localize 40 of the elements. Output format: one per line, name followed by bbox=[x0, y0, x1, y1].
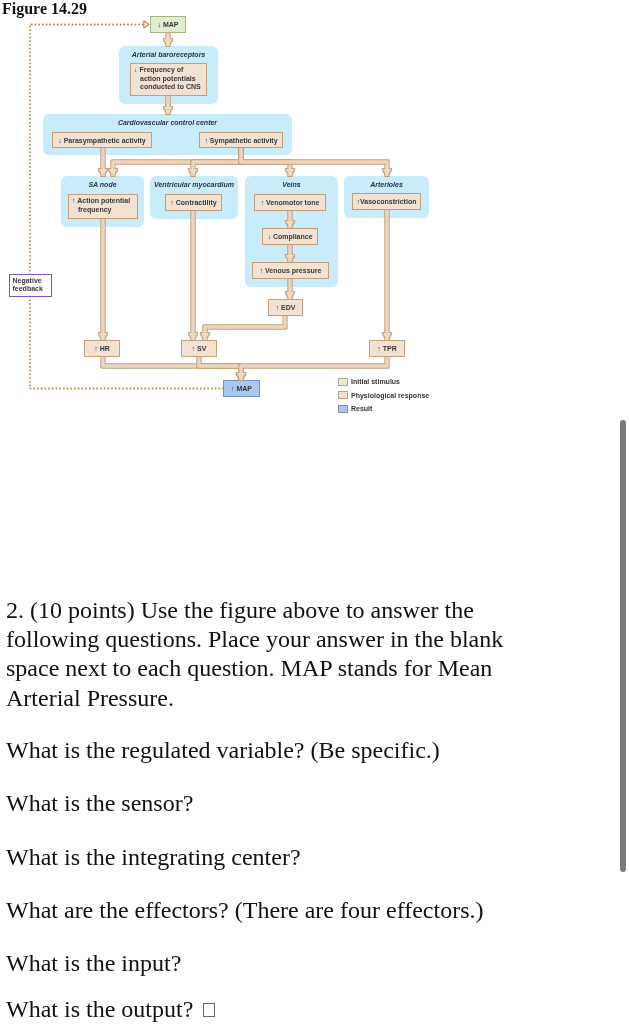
question-text: What is the sensor? bbox=[6, 789, 194, 817]
flow-arrow bbox=[98, 148, 108, 176]
response-box bbox=[352, 193, 421, 210]
flow-arrow bbox=[200, 316, 287, 340]
region-panel bbox=[150, 176, 238, 219]
flow-arrow bbox=[188, 211, 198, 340]
response-box bbox=[369, 340, 405, 357]
response-box bbox=[84, 340, 120, 357]
response-box bbox=[268, 299, 303, 316]
response-box bbox=[252, 262, 329, 279]
flow-arrow bbox=[285, 279, 295, 299]
region-panel bbox=[43, 114, 292, 155]
stimulus-box bbox=[150, 16, 186, 33]
question-text: What is the regulated variable? (Be specific.) bbox=[6, 736, 440, 764]
flow-arrow bbox=[163, 96, 173, 114]
response-box bbox=[199, 132, 283, 148]
question-text: What is the input? bbox=[6, 949, 182, 977]
region-panel bbox=[245, 176, 338, 287]
response-box bbox=[165, 194, 222, 211]
flow-arrow bbox=[236, 357, 389, 380]
region-panel bbox=[61, 176, 144, 227]
flow-arrow bbox=[285, 245, 295, 262]
flow-arrow bbox=[285, 211, 295, 228]
response-box bbox=[181, 340, 217, 357]
region-panel bbox=[119, 46, 218, 104]
response-box bbox=[52, 132, 152, 148]
figure-title: Figure 14.29 bbox=[2, 0, 88, 18]
response-box bbox=[254, 194, 326, 211]
flow-arrow bbox=[382, 210, 392, 340]
response-box bbox=[262, 228, 318, 245]
response-box bbox=[68, 194, 138, 219]
flow-arrow bbox=[98, 219, 108, 340]
result-box bbox=[223, 380, 260, 397]
question-text: What is the integrating center? bbox=[6, 843, 301, 871]
question-text: What is the output? bbox=[6, 995, 194, 1023]
region-panel bbox=[344, 176, 429, 218]
flow-arrow bbox=[163, 33, 173, 46]
dotted-arrow bbox=[29, 20, 224, 390]
question-text: What are the effectors? (There are four effectors.) bbox=[6, 896, 484, 924]
instructions-text: 2. (10 points) Use the figure above to answer the following questions. Place your answer in the blank space next to each question. MAP stands for Mean Arterial Pressure. bbox=[6, 596, 505, 713]
